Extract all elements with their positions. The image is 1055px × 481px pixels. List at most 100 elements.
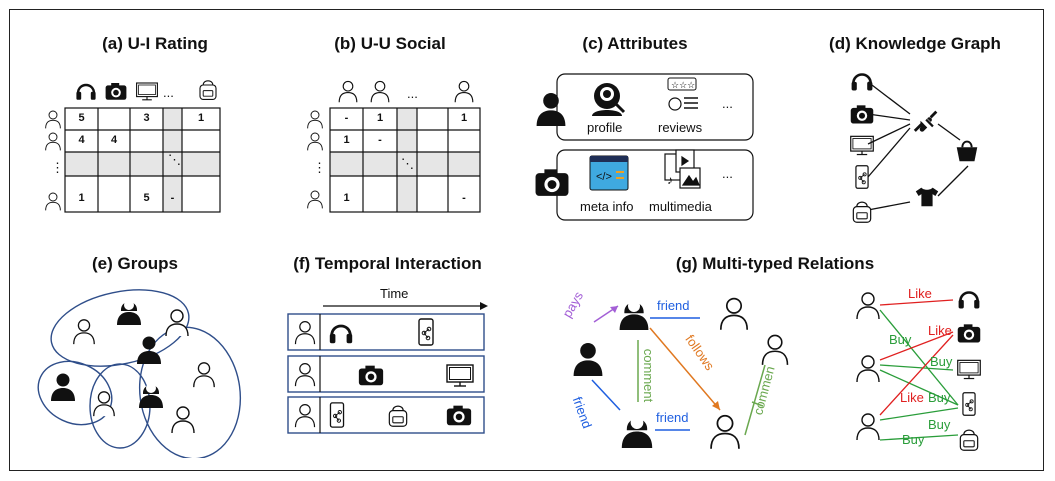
groups-diagram (37, 289, 242, 458)
meta-info-label: meta info (580, 199, 634, 214)
cell-a-r2c2: 4 (110, 134, 118, 146)
camera-icon (105, 83, 127, 100)
rel-buy-2: Buy (930, 354, 953, 369)
backpack-icon (852, 201, 872, 223)
user-icon (171, 406, 195, 434)
ddots-b: ⋱ (401, 156, 414, 171)
reviews-icon: ☆☆☆ (667, 77, 698, 111)
rel-friend-bottom: friend (656, 410, 689, 425)
temporal-timeline (287, 302, 488, 434)
camera-icon (446, 405, 472, 426)
monitor-icon (136, 82, 158, 101)
title-multi-relations: (g) Multi-typed Relations (675, 254, 875, 273)
cell-b-r1c2: 1 (376, 112, 384, 124)
vdots-b: ⋮ (313, 160, 326, 175)
cell-b-r2c2: - (378, 134, 382, 146)
backpack-icon (959, 429, 979, 451)
user-icon (856, 292, 880, 320)
multimedia-icon: ♪ (664, 149, 701, 189)
user-icon (307, 110, 323, 129)
phone-icon (962, 391, 976, 417)
camera-icon (957, 324, 981, 343)
cell-b-r1c1: - (344, 112, 349, 124)
rel-buy-3: Buy (928, 390, 951, 405)
rel-friend-top: friend (657, 298, 690, 313)
ellipsis-c2: ... (722, 166, 733, 181)
phone-icon (329, 402, 345, 428)
cell-a-r4c1: 1 (78, 192, 85, 204)
headphones-icon (957, 291, 981, 310)
title-ui-rating: (a) U-I Rating (102, 34, 208, 53)
headphones-icon (75, 83, 97, 102)
ddots-a: ⋱ (168, 152, 181, 167)
ui-rating-matrix (45, 80, 221, 213)
cell-a-r4c4: - (170, 192, 175, 204)
user-icon (45, 110, 61, 129)
social-relation-graph (573, 291, 981, 451)
figure-border (9, 9, 1044, 471)
user-icon (73, 319, 95, 345)
ellipsis-c1: ... (722, 96, 733, 111)
user-icon (454, 80, 474, 103)
user-icon (139, 383, 163, 408)
title-attributes: (c) Attributes (582, 34, 688, 53)
camera-icon (535, 169, 569, 196)
user-icon (761, 334, 789, 366)
shirt-icon (915, 187, 939, 207)
svg-text:</>: </> (596, 171, 612, 183)
cell-a-r1c5: 1 (197, 112, 205, 124)
rel-buy-5: Buy (902, 432, 925, 447)
user-icon (856, 413, 880, 441)
multimedia-label: multimedia (649, 199, 712, 214)
rel-like-1: Like (908, 286, 932, 301)
cell-a-r1c3: 3 (143, 112, 150, 124)
time-label: Time (380, 286, 409, 301)
uu-social-matrix (307, 80, 481, 213)
user-icon (338, 80, 358, 103)
ellipsis-a: ... (163, 85, 174, 100)
cell-b-r4c1: 1 (343, 192, 350, 204)
svg-text:♪: ♪ (667, 173, 673, 187)
user-icon (619, 300, 649, 330)
purchase-graph (879, 299, 959, 441)
cell-b-r1c5: 1 (460, 112, 468, 124)
svg-text:☆☆☆: ☆☆☆ (671, 80, 695, 90)
user-icon (307, 132, 323, 151)
knowledge-graph (850, 73, 979, 223)
user-icon (192, 362, 216, 388)
rel-comment-left: comment (641, 348, 657, 403)
title-temporal: (f) Temporal Interaction (293, 254, 482, 273)
cell-b-r2c1: 1 (343, 134, 350, 146)
cell-a-r1c1: 5 (78, 112, 85, 124)
ellipsis-b: ... (407, 86, 418, 101)
backpack-icon (199, 80, 217, 101)
shaded-row (65, 152, 220, 176)
user-icon (621, 416, 653, 448)
rel-like-2: Like (928, 323, 952, 338)
attributes-panel: ☆☆☆ </> ♪ (535, 73, 754, 221)
user-icon (719, 297, 749, 331)
headphones-icon (850, 73, 874, 92)
user-icon (165, 309, 189, 337)
user-icon (856, 355, 880, 383)
user-icon (710, 414, 740, 450)
camera-icon (358, 365, 384, 386)
user-icon (307, 190, 323, 209)
title-knowledge-graph: (d) Knowledge Graph (829, 34, 1001, 53)
cell-b-r4c5: - (462, 192, 466, 204)
profile-search-icon (592, 83, 626, 116)
user-icon (370, 80, 390, 103)
handbag-icon (955, 140, 979, 163)
cell-a-r2c1: 4 (78, 134, 85, 146)
user-icon (117, 300, 141, 325)
user-icon (45, 192, 61, 211)
rel-buy-4: Buy (928, 417, 951, 432)
cell-a-r4c3: 5 (143, 192, 150, 204)
title-uu-social: (b) U-U Social (334, 34, 446, 53)
vdots-a: ⋮ (51, 160, 64, 175)
phone-icon (418, 318, 434, 346)
monitor-icon (850, 135, 874, 156)
monitor-icon (957, 359, 981, 380)
reviews-label: reviews (658, 120, 703, 135)
